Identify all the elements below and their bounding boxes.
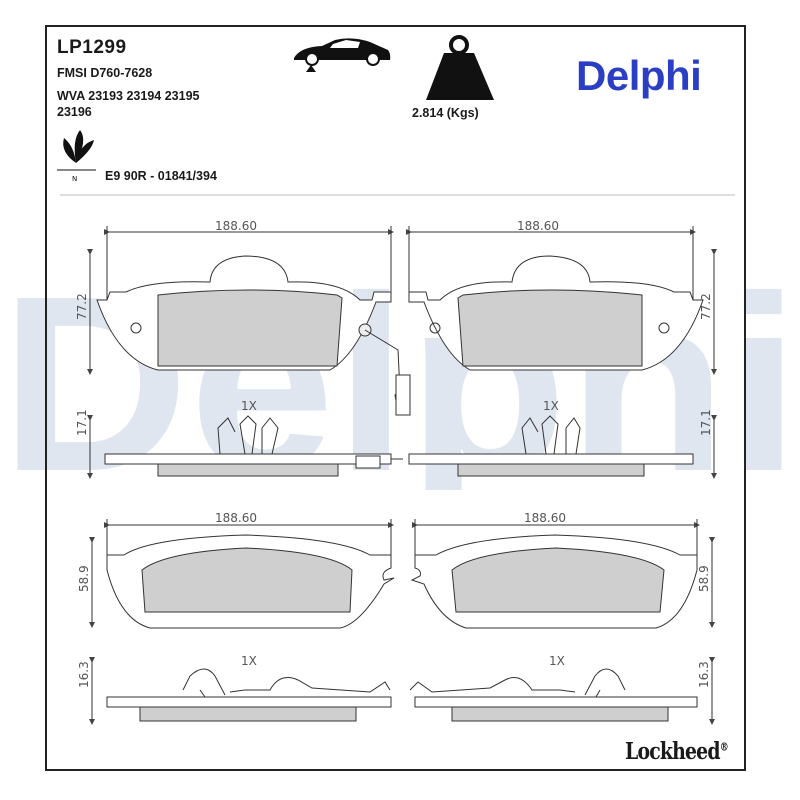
rear-right-width: 188.60 bbox=[524, 511, 566, 525]
rear-side-view-right bbox=[409, 657, 715, 725]
registered-mark: ® bbox=[719, 740, 729, 754]
fmsi-reference: FMSI D760-7628 bbox=[57, 66, 153, 80]
lockheed-logo: Lockheed® bbox=[625, 738, 729, 765]
front-right-thickness: 17.1 bbox=[699, 409, 713, 436]
front-quantity-left: 1X bbox=[241, 399, 257, 413]
lockheed-logo-text: Lockheed bbox=[625, 738, 721, 765]
part-number: LP1299 bbox=[57, 37, 127, 58]
rear-quantity-right: 1X bbox=[549, 654, 565, 668]
wva-reference: WVA 23193 23194 23195 bbox=[57, 89, 200, 103]
front-left-width: 188.60 bbox=[215, 219, 257, 233]
front-pad-left-drawing bbox=[87, 226, 411, 416]
delphi-logo: Delphi bbox=[576, 52, 702, 99]
front-left-thickness: 17.1 bbox=[75, 409, 89, 436]
rear-left-height: 58.9 bbox=[77, 565, 91, 592]
front-side-view-right bbox=[408, 415, 717, 479]
eco-approval-code: E9 90R - 01841/394 bbox=[105, 169, 217, 183]
weight-value: 2.814 (Kgs) bbox=[412, 106, 479, 120]
front-right-height: 77.2 bbox=[699, 293, 713, 320]
car-icon bbox=[294, 38, 391, 72]
eco-leaves-icon: N bbox=[57, 130, 96, 183]
rear-left-width: 188.60 bbox=[215, 511, 257, 525]
datasheet-frame bbox=[45, 25, 746, 771]
front-right-width: 188.60 bbox=[517, 219, 559, 233]
eco-label: N bbox=[72, 175, 77, 183]
front-left-height: 77.2 bbox=[75, 293, 89, 320]
front-pad-right-drawing bbox=[406, 226, 717, 375]
rear-right-thickness: 16.3 bbox=[697, 661, 711, 688]
weight-icon bbox=[426, 35, 494, 100]
rear-right-height: 58.9 bbox=[697, 565, 711, 592]
wva-reference-continued: 23196 bbox=[57, 105, 92, 119]
rear-pad-left-drawing bbox=[89, 519, 395, 629]
front-side-view-left bbox=[87, 415, 403, 479]
rear-quantity-left: 1X bbox=[241, 654, 257, 668]
rear-side-view-left bbox=[89, 657, 392, 725]
rear-pad-right-drawing bbox=[410, 519, 715, 629]
rear-left-thickness: 16.3 bbox=[77, 661, 91, 688]
front-quantity-right: 1X bbox=[543, 399, 559, 413]
